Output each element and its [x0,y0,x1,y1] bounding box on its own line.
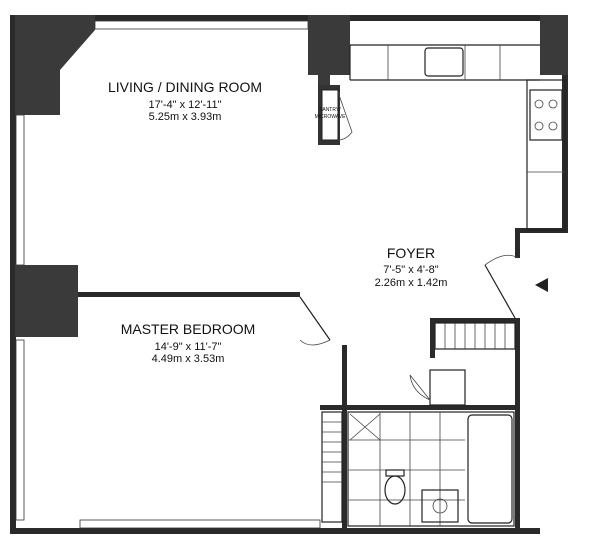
bathroom [347,411,515,527]
entry-arrow-icon [535,278,548,292]
bathtub-icon [467,414,513,524]
interior-walls [78,292,520,530]
pantry-microwave: PANTRY/ MICROWAVE [315,85,353,145]
master-bedroom-label: MASTER BEDROOM 14'-9" x 11'-7" 4.49m x 3… [121,321,256,365]
room-dimensions-metric: 4.49m x 3.53m [152,353,225,365]
kitchen [349,44,566,231]
sink-icon [424,47,464,77]
foyer-label: FOYER 7'-5" x 4'-8" 2.26m x 1.42m [375,245,448,289]
room-dimensions-metric: 5.25m x 3.93m [149,111,222,123]
living-dining-room-label: LIVING / DINING ROOM 17'-4" x 12'-11" 5.… [108,79,262,123]
room-name: FOYER [387,245,435,261]
pantry-label: PANTRY/ [319,107,341,113]
pantry-label-2: MICROWAVE [315,114,346,120]
entry-door [484,254,548,319]
room-name: LIVING / DINING ROOM [108,79,262,95]
stove-icon [529,89,563,141]
room-dimensions-metric: 2.26m x 1.42m [375,277,448,289]
vanity-sink-icon [421,489,459,523]
room-dimensions-imperial: 17'-4" x 12'-11" [149,99,222,111]
exterior-walls [10,15,568,534]
structural-columns [15,15,568,337]
room-name: MASTER BEDROOM [121,321,256,337]
room-dimensions-imperial: 7'-5" x 4'-8" [383,264,439,276]
room-dimensions-imperial: 14'-9" x 11'-7" [155,341,222,353]
